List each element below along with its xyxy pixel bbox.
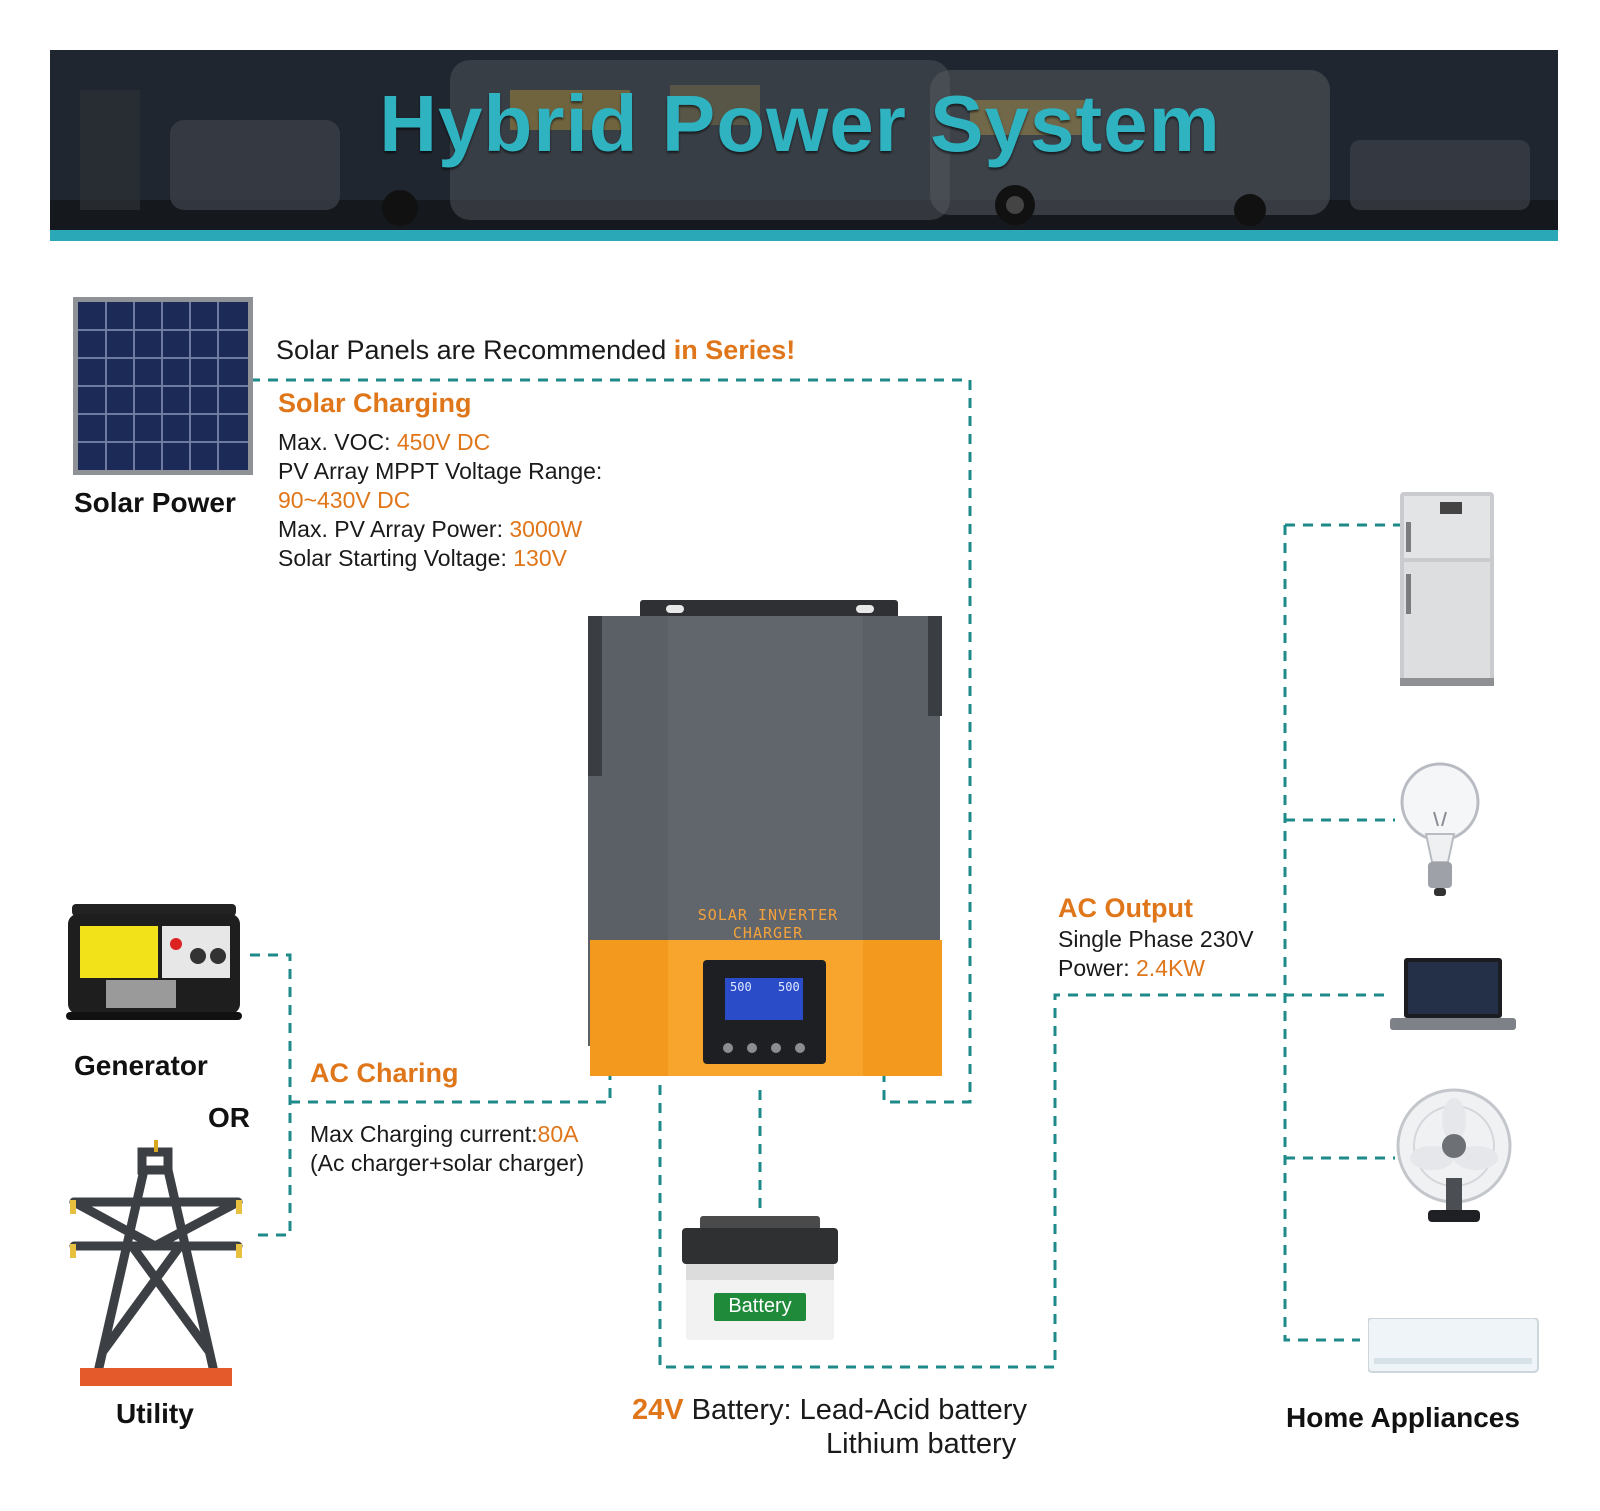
battery-icon (680, 1214, 840, 1349)
ac-output-phase: Single Phase 230V (1058, 926, 1254, 952)
ac-charging-current: Max Charging current:80A (310, 1120, 584, 1149)
generator-icon (66, 900, 244, 1037)
light-bulb-icon (1398, 760, 1482, 905)
battery-sticker-text: Battery (728, 1295, 792, 1317)
spec-value: 80A (537, 1121, 579, 1147)
laptop-icon (1390, 958, 1516, 1039)
header-banner (50, 50, 1558, 230)
battery-spec-line2: Lithium battery (826, 1428, 1017, 1460)
solar-charging-heading: Solar Charging (278, 388, 472, 418)
utility-label: Utility (116, 1398, 194, 1429)
solar-spec-row: 90~430V DC (278, 486, 602, 515)
utility-tower-icon (66, 1140, 246, 1395)
solar-specs: Max. VOC: 450V DC PV Array MPPT Voltage … (278, 428, 602, 573)
solar-series-note-emphasis: in Series! (673, 335, 796, 365)
spec-label: PV Array MPPT Voltage Range: (278, 458, 603, 484)
inverter-label: SOLAR INVERTER CHARGER (697, 906, 839, 942)
battery-spec-line1: 24V Battery: Lead-Acid battery (632, 1394, 1027, 1427)
battery-voltage: 24V (632, 1394, 684, 1426)
solar-panel-icon (73, 297, 253, 480)
ac-charging-specs: Max Charging current:80A (Ac charger+sol… (310, 1120, 584, 1178)
lcd-right-value: 500 (778, 980, 800, 994)
ac-output-power: Power: 2.4KW (1058, 954, 1254, 983)
banner-accent-strip (50, 230, 1558, 241)
spec-label: Max. PV Array Power: (278, 516, 510, 542)
battery-type-text: Battery: Lead-Acid battery (683, 1394, 1027, 1426)
spec-value: 90~430V DC (278, 487, 411, 513)
air-conditioner-icon (1367, 1317, 1540, 1381)
spec-value: 450V DC (396, 429, 491, 455)
refrigerator-icon (1400, 492, 1496, 693)
spec-value: 130V (513, 545, 567, 571)
ac-output-specs: Single Phase 230V Power: 2.4KW (1058, 925, 1254, 983)
solar-spec-row: Max. PV Array Power: 3000W (278, 515, 602, 544)
page-title: Hybrid Power System (379, 79, 1221, 168)
solar-spec-row: Solar Starting Voltage: 130V (278, 544, 602, 573)
inverter-device (588, 600, 950, 1085)
ac-charging-note: (Ac charger+solar charger) (310, 1150, 585, 1176)
lcd-left-value: 500 (730, 980, 752, 994)
spec-label: Solar Starting Voltage: (278, 545, 514, 571)
spec-value: 3000W (509, 516, 583, 542)
ac-output-heading: AC Output (1058, 893, 1193, 923)
solar-spec-row: PV Array MPPT Voltage Range: (278, 457, 602, 486)
solar-series-note-text: Solar Panels are Recommended (276, 335, 674, 365)
spec-label: Max Charging current: (310, 1121, 538, 1147)
spec-value: 2.4KW (1135, 955, 1206, 981)
desk-fan-icon (1396, 1088, 1516, 1233)
or-label: OR (208, 1102, 250, 1133)
solar-spec-row: Max. VOC: 450V DC (278, 428, 602, 457)
generator-label: Generator (74, 1050, 208, 1081)
ac-charging-heading: AC Charing (310, 1058, 459, 1088)
battery-sticker (714, 1293, 806, 1321)
campsite-background (50, 50, 1558, 230)
home-appliances-label: Home Appliances (1286, 1402, 1520, 1433)
solar-power-label: Solar Power (74, 487, 236, 518)
spec-label: Max. VOC: (278, 429, 397, 455)
spec-label: Power: (1058, 955, 1136, 981)
solar-series-note: Solar Panels are Recommended in Series! (276, 336, 795, 365)
